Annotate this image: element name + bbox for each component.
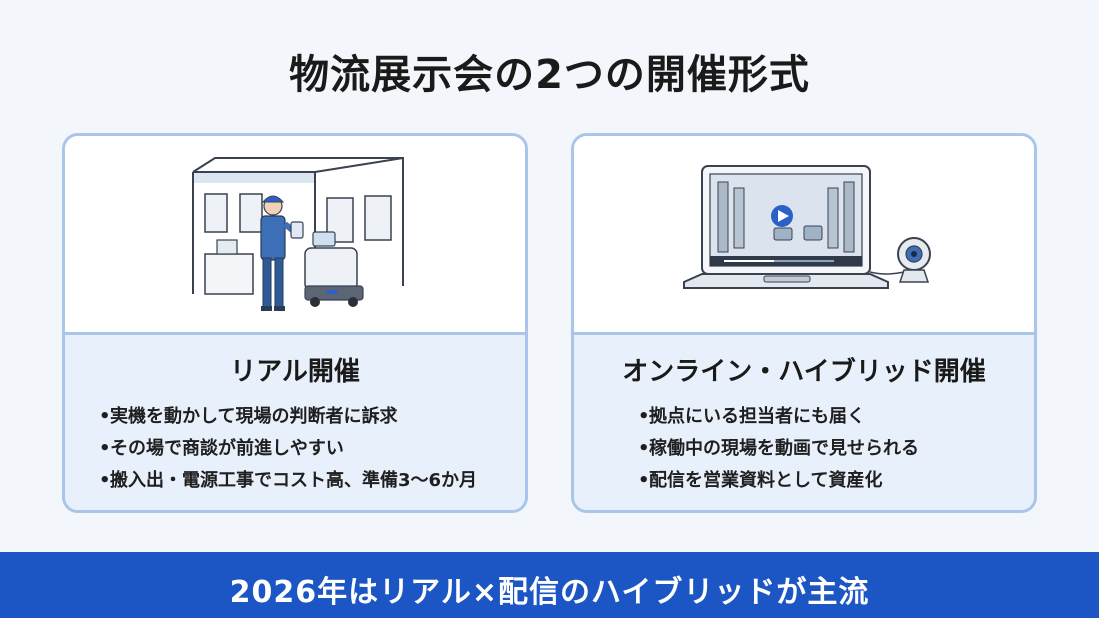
booth-worker-robot-illustration	[65, 136, 525, 332]
card-text-area: リアル開催 •実機を動かして現場の判断者に訴求 •その場で商談が前進しやすい •…	[65, 335, 525, 510]
card-title: リアル開催	[230, 357, 360, 387]
bullet-list: •拠点にいる担当者にも届く •稼働中の現場を動画で見せられる •配信を営業資料と…	[638, 401, 919, 497]
banner-text: 2026年はリアル×配信のハイブリッドが主流	[229, 575, 870, 610]
card-divider	[65, 332, 525, 335]
bullet-item: •配信を営業資料として資産化	[638, 465, 919, 497]
online-hybrid-event-card: オンライン・ハイブリッド開催 •拠点にいる担当者にも届く •稼働中の現場を動画で…	[571, 133, 1037, 513]
bullet-list: •実機を動かして現場の判断者に訴求 •その場で商談が前進しやすい •搬入出・電源…	[99, 401, 477, 497]
laptop-video-webcam-illustration	[574, 136, 1034, 332]
bullet-item: •その場で商談が前進しやすい	[99, 433, 477, 465]
card-divider	[574, 332, 1034, 335]
bullet-item: •実機を動かして現場の判断者に訴求	[99, 401, 477, 433]
bullet-dot: •	[99, 406, 111, 427]
bullet-dot: •	[99, 470, 111, 491]
bullet-item: •搬入出・電源工事でコスト高、準備3〜6か月	[99, 465, 477, 497]
bullet-dot: •	[638, 438, 650, 459]
bullet-dot: •	[638, 406, 650, 427]
bullet-item: •拠点にいる担当者にも届く	[638, 401, 919, 433]
summary-banner: 2026年はリアル×配信のハイブリッドが主流	[0, 552, 1099, 618]
card-text-area: オンライン・ハイブリッド開催 •拠点にいる担当者にも届く •稼働中の現場を動画で…	[574, 335, 1034, 510]
bullet-dot: •	[99, 438, 111, 459]
page-title: 物流展示会の2つの開催形式	[289, 52, 810, 98]
bullet-dot: •	[638, 470, 650, 491]
real-event-card: リアル開催 •実機を動かして現場の判断者に訴求 •その場で商談が前進しやすい •…	[62, 133, 528, 513]
card-title: オンライン・ハイブリッド開催	[622, 357, 986, 387]
bullet-item: •稼働中の現場を動画で見せられる	[638, 433, 919, 465]
